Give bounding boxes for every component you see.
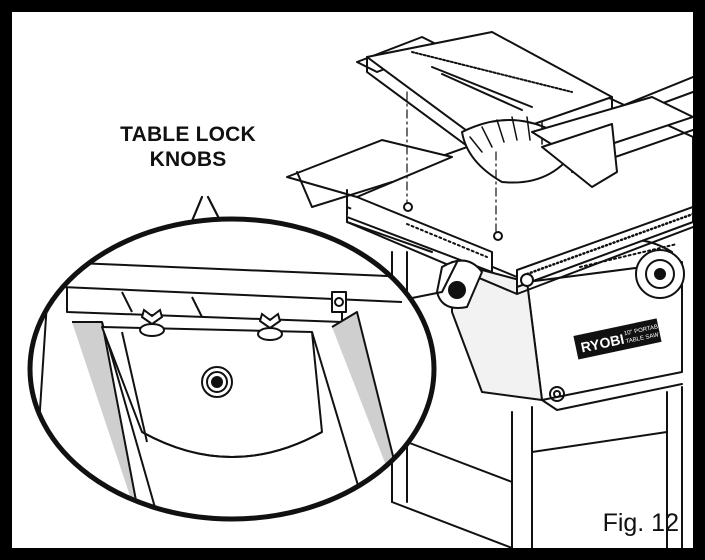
center-nut <box>201 366 233 398</box>
callout-label: TABLE LOCK KNOBS <box>108 122 268 172</box>
detail-zoom-circle <box>27 216 437 522</box>
brand-badge: RYOBI 10" PORTABLE TABLE SAW <box>573 318 666 360</box>
table-screw-right <box>493 231 503 241</box>
height-adjust-wheel <box>635 249 685 299</box>
alignment-lines <box>406 91 497 233</box>
table-lock-knob-right <box>257 312 283 341</box>
table-lock-knob-left <box>139 308 165 337</box>
table-screw-left <box>403 202 413 212</box>
illustration-panel: RYOBI 10" PORTABLE TABLE SAW TABLE LOCK … <box>12 12 693 548</box>
callout-line1: TABLE LOCK <box>120 123 256 146</box>
bevel-adjust-wheel <box>436 259 483 309</box>
table-saw-illustration: RYOBI 10" PORTABLE TABLE SAW <box>27 31 693 548</box>
callout-line2: KNOBS <box>149 148 227 171</box>
front-rail <box>516 206 693 288</box>
figure-label: Fig. 12 <box>602 509 679 537</box>
left-extension-table <box>286 139 493 273</box>
rip-fence <box>531 96 693 188</box>
